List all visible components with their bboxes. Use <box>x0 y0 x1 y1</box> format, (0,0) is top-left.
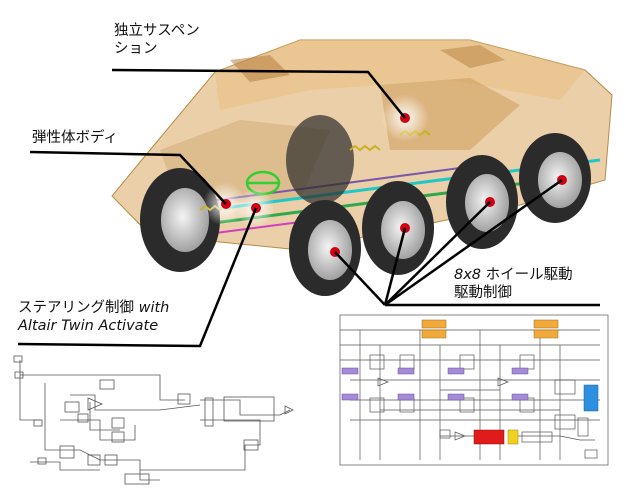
label-drive-line1: 8x8 ホイール駆動 <box>454 266 573 284</box>
label-steering-jp: ステアリング制御 <box>18 300 139 316</box>
label-body-text: 弾性体ボディ <box>32 130 118 146</box>
label-steering-line1: ステアリング制御 with <box>18 299 169 317</box>
label-suspension-line2: ション <box>114 41 158 57</box>
wheel-front-2 <box>362 181 434 275</box>
label-body: 弾性体ボディ <box>32 129 118 147</box>
leader-steering <box>17 207 258 348</box>
wheel-mid-back <box>286 115 354 205</box>
blue-block <box>583 384 599 412</box>
label-steering-line2: Altair Twin Activate <box>18 318 159 334</box>
label-drive: 8x8 ホイール駆動 駆動制御 <box>454 266 573 302</box>
label-steering-with: with <box>138 300 170 316</box>
label-steering: ステアリング制御 with Altair Twin Activate <box>18 299 169 335</box>
wheel-front-4 <box>519 133 591 223</box>
label-suspension: 独立サスペン ション <box>114 22 200 58</box>
leader-body <box>29 150 227 205</box>
yellow-block <box>507 429 519 445</box>
leader-suspension <box>111 68 406 119</box>
drive-block-diagram <box>339 314 609 466</box>
label-drive-wheel: ホイール駆動 <box>481 267 573 283</box>
label-suspension-line1: 独立サスペン <box>114 23 200 39</box>
orange-blocks <box>421 319 559 339</box>
steering-block-diagram <box>13 355 294 485</box>
red-block <box>473 429 505 445</box>
leader-lines <box>17 68 600 348</box>
purple-blocks <box>341 367 529 401</box>
label-drive-line2: 駆動制御 <box>454 285 512 301</box>
wheel-rear-left <box>140 168 220 272</box>
wheel-front-1 <box>289 200 361 296</box>
label-drive-8x8: 8x8 <box>454 267 482 283</box>
